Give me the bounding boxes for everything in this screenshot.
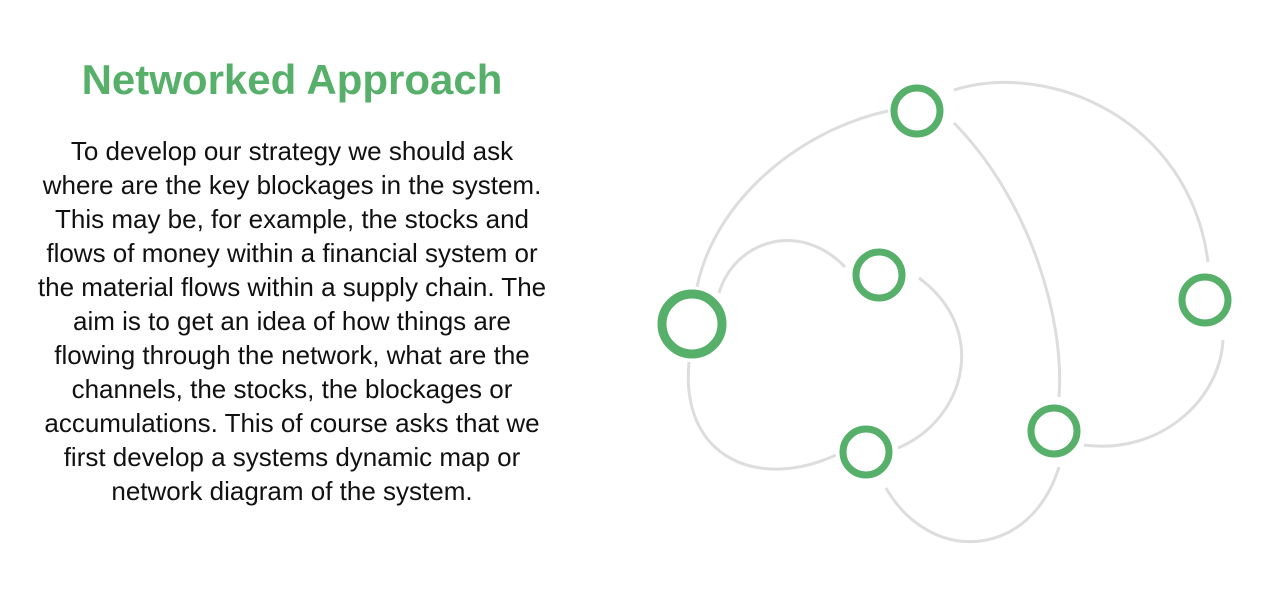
body-line: the material flows within a supply chain… — [37, 272, 547, 302]
network-edge — [717, 239, 847, 294]
network-node — [1178, 273, 1232, 327]
network-node — [852, 248, 906, 302]
body-line: channels, the stocks, the blockages or — [71, 374, 513, 404]
network-edge — [884, 466, 1061, 544]
network-edge — [952, 121, 1062, 398]
network-node — [1027, 404, 1081, 458]
network-edge — [686, 361, 837, 471]
network-node — [890, 84, 944, 138]
network-node — [839, 425, 893, 479]
body-line: accumulations. This of course asks that … — [44, 408, 540, 438]
body-line: network diagram of the system. — [111, 476, 473, 506]
body-line: This may be, for example, the stocks and — [55, 204, 529, 234]
slide-body-text: To develop our strategy we should ask wh… — [0, 134, 584, 508]
body-line: where are the key blockages in the syste… — [42, 170, 542, 200]
body-line: aim is to get an idea of how things are — [73, 306, 511, 336]
network-edge — [695, 109, 889, 288]
network-edge — [897, 276, 964, 450]
network-edge — [953, 81, 1210, 263]
network-edge — [1083, 339, 1225, 448]
body-line: flows of money within a financial system… — [46, 238, 538, 268]
body-line: flowing through the network, what are th… — [54, 340, 530, 370]
network-node — [657, 289, 727, 359]
slide-title: Networked Approach — [81, 56, 503, 103]
body-line: To develop our strategy we should ask — [70, 136, 514, 166]
body-line: first develop a systems dynamic map or — [63, 442, 521, 472]
